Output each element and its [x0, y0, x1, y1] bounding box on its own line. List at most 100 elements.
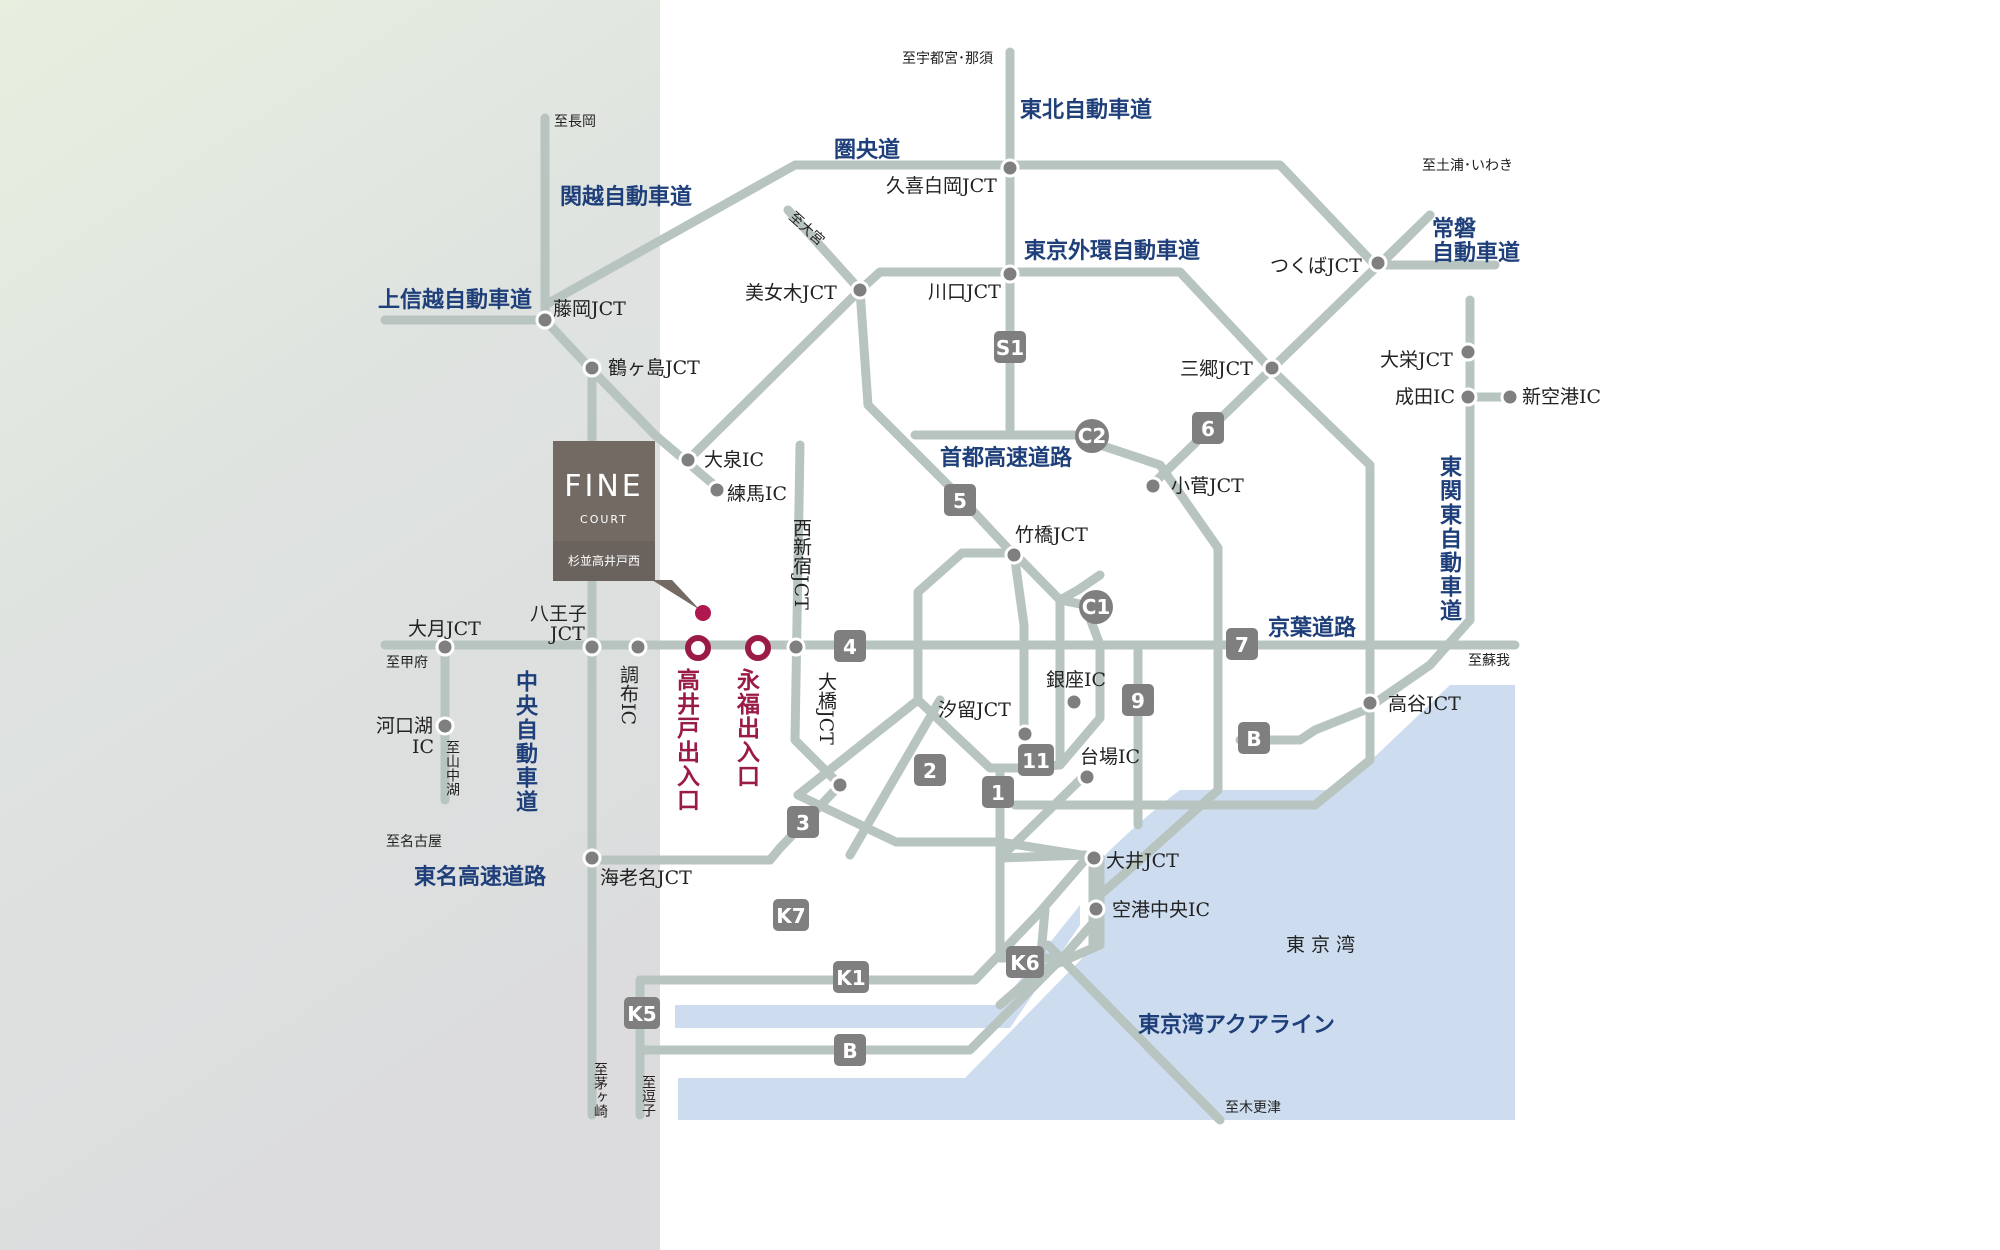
- route-badges: S1 C2 6 5 C1 4 7 9 B 2 11 1 3 K7 K6 K1 K…: [624, 331, 1270, 1066]
- junction-nodes: [435, 158, 1520, 919]
- svg-text:3: 3: [796, 811, 810, 835]
- reclaimed-strip-water: [675, 905, 1080, 1028]
- node-kosuge-jct: 小菅JCT: [1171, 475, 1244, 497]
- dest-omiya: 至大宮: [785, 209, 827, 249]
- node-narita-ic: 成田IC: [1395, 386, 1455, 408]
- svg-text:K1: K1: [836, 966, 865, 990]
- route-badge-1: 1: [982, 776, 1014, 808]
- node-fujioka-jct: 藤岡JCT: [553, 298, 626, 320]
- node-bijogi-jct: 美女木JCT: [745, 282, 837, 304]
- svg-text:1: 1: [991, 781, 1005, 805]
- dest-nagoya: 至名古屋: [386, 834, 442, 850]
- dest-kisarazu: 至木更津: [1225, 1100, 1281, 1116]
- route-badge-c1: C1: [1079, 590, 1113, 624]
- node-chofu-ic: 調布IC: [617, 665, 639, 725]
- node-hachioji-jct-line2: JCT: [548, 623, 585, 645]
- tokyo-bay-water: [678, 685, 1515, 1120]
- route-badge-7: 7: [1226, 628, 1258, 660]
- svg-text:11: 11: [1022, 749, 1050, 773]
- logo-title: FINE: [564, 469, 644, 504]
- label-joban-expressway-line1: 常磐: [1432, 216, 1476, 242]
- route-badge-5: 5: [944, 484, 976, 516]
- node-ebina-jct: 海老名JCT: [600, 867, 692, 889]
- node-tsukuba-jct: つくばJCT: [1270, 255, 1362, 277]
- node-kawaguchiko-ic-line1: 河口湖: [376, 715, 433, 737]
- label-keiyo-road: 京葉道路: [1268, 615, 1357, 641]
- dest-soga: 至蘇我: [1468, 653, 1510, 669]
- dest-utsunomiya: 至宇都宮･那須: [902, 51, 993, 67]
- svg-text:7: 7: [1235, 633, 1249, 657]
- node-takebashi-jct: 竹橋JCT: [1015, 524, 1088, 546]
- route-badge-k1: K1: [833, 961, 869, 993]
- dest-nagaoka: 至長岡: [554, 114, 596, 130]
- svg-text:5: 5: [953, 489, 967, 513]
- svg-text:6: 6: [1201, 417, 1215, 441]
- node-misato-jct: 三郷JCT: [1180, 358, 1253, 380]
- highway-names: 東北自動車道 圏央道 関越自動車道 上信越自動車道 東京外環自動車道 常磐 自動…: [378, 97, 1520, 1038]
- node-oi-jct: 大井JCT: [1106, 850, 1179, 872]
- label-tohoku-expressway: 東北自動車道: [1020, 97, 1152, 123]
- dest-kofu: 至甲府: [386, 655, 428, 671]
- svg-text:C1: C1: [1082, 595, 1111, 619]
- label-eifuku-exit: 永福出入口: [733, 668, 762, 788]
- label-shuto-expressway: 首都高速道路: [940, 445, 1073, 471]
- dest-zushi: 至逗子: [640, 1075, 656, 1117]
- label-kan-etsu-expressway: 関越自動車道: [560, 184, 692, 210]
- svg-text:2: 2: [923, 759, 937, 783]
- label-tokyo-bay-aqua-line: 東京湾アクアライン: [1138, 1012, 1335, 1038]
- node-kawaguchi-jct: 川口JCT: [928, 281, 1001, 303]
- route-badge-c2: C2: [1075, 419, 1109, 453]
- takaido-exit-marker[interactable]: [685, 635, 711, 661]
- label-higashi-kanto-expressway: 東関東自動車道: [1436, 455, 1462, 623]
- svg-text:9: 9: [1131, 689, 1145, 713]
- property-location-marker: [695, 605, 711, 621]
- label-chuo-expressway: 中央自動車道: [512, 670, 538, 814]
- svg-text:K5: K5: [627, 1002, 656, 1026]
- node-oizumi-ic: 大泉IC: [704, 449, 764, 471]
- node-koya-jct: 高谷JCT: [1388, 693, 1461, 715]
- logo-subtitle: COURT: [580, 513, 628, 526]
- exit-markers: [685, 635, 771, 661]
- node-shin-kuko-ic: 新空港IC: [1522, 386, 1601, 408]
- node-kawaguchiko-ic-line2: IC: [412, 736, 434, 758]
- route-badge-11: 11: [1018, 744, 1054, 776]
- dest-yamanakako: 至山中湖: [444, 740, 460, 797]
- node-ginza-ic: 銀座IC: [1046, 669, 1106, 691]
- dest-tsuchiura: 至土浦･いわき: [1422, 158, 1513, 174]
- route-badge-b-bayshore: B: [1238, 722, 1270, 754]
- svg-text:S1: S1: [996, 336, 1024, 360]
- dest-chigasaki: 至茅ヶ崎: [592, 1062, 608, 1118]
- property-logo[interactable]: FINE COURT 杉並高井戸西: [553, 441, 711, 621]
- svg-text:C2: C2: [1078, 424, 1107, 448]
- svg-text:K7: K7: [776, 904, 805, 928]
- label-gaikan-expressway: 東京外環自動車道: [1024, 238, 1200, 264]
- route-badge-k5: K5: [624, 997, 660, 1029]
- tokyo-bay-label: 東 京 湾: [1286, 934, 1355, 956]
- node-ohashi-jct: 大橋JCT: [815, 672, 837, 745]
- label-ken-o-do: 圏央道: [834, 137, 900, 163]
- road-network: [380, 47, 1520, 1125]
- route-badge-s1: S1: [994, 331, 1026, 363]
- exit-labels: 高井戸出入口 永福出入口: [673, 667, 762, 812]
- node-hachioji-jct-line1: 八王子: [530, 603, 587, 625]
- label-takaido-exit: 高井戸出入口: [673, 667, 701, 812]
- node-nishi-shinjuku-jct: 西新宿JCT: [790, 518, 812, 610]
- node-kuki-shiraoka-jct: 久喜白岡JCT: [886, 175, 997, 197]
- node-otsuki-jct: 大月JCT: [408, 618, 481, 640]
- route-badge-3: 3: [787, 806, 819, 838]
- node-tsurugashima-jct: 鶴ヶ島JCT: [608, 357, 700, 379]
- svg-text:4: 4: [843, 635, 857, 659]
- label-joshin-etsu-expressway: 上信越自動車道: [378, 287, 532, 313]
- route-badge-9: 9: [1122, 684, 1154, 716]
- left-background-panel: [0, 0, 660, 1250]
- junction-labels: 久喜白岡JCT 藤岡JCT 鶴ヶ島JCT 美女木JCT 川口JCT つくばJCT…: [376, 175, 1601, 921]
- route-badge-4: 4: [834, 630, 866, 662]
- label-tomei-expressway: 東名高速道路: [414, 864, 547, 890]
- route-badge-6: 6: [1192, 412, 1224, 444]
- node-nerima-ic: 練馬IC: [727, 483, 787, 505]
- eifuku-exit-marker[interactable]: [745, 635, 771, 661]
- route-badge-k7: K7: [773, 899, 809, 931]
- node-kuko-chuo-ic: 空港中央IC: [1112, 899, 1210, 921]
